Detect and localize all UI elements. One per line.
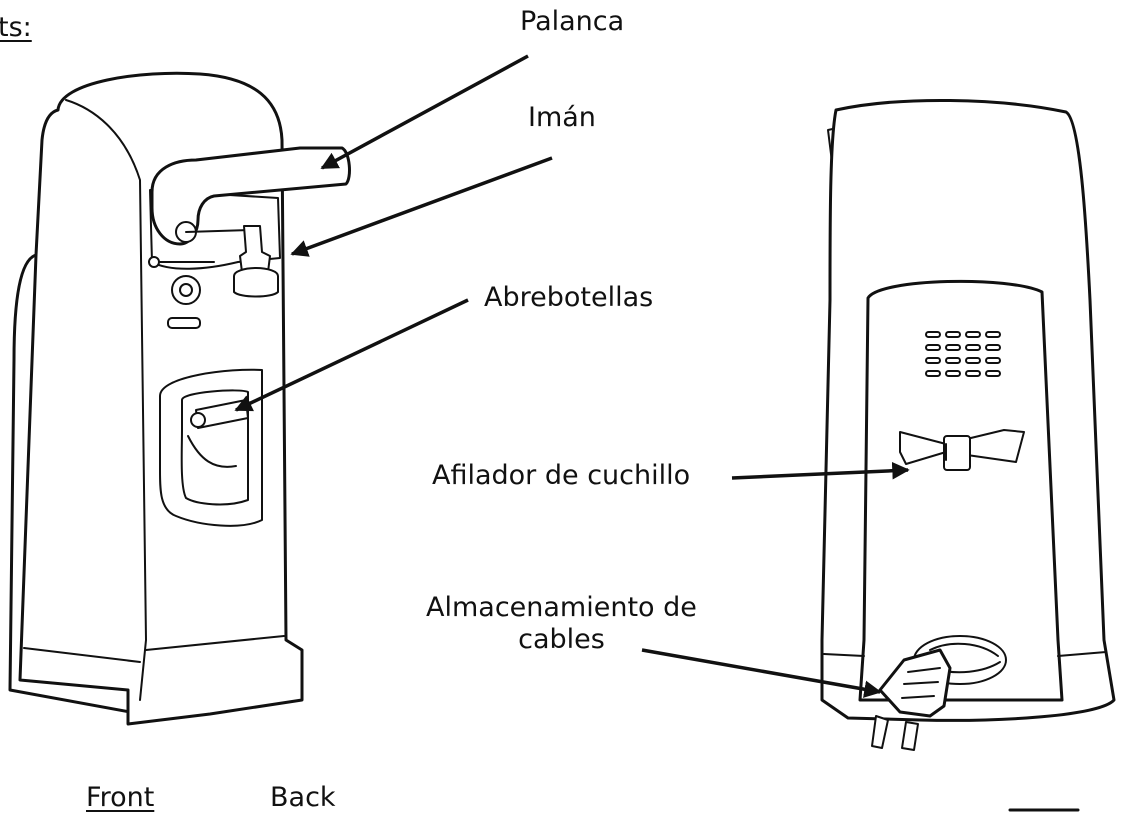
label-cord-storage: Almacenamiento de cables xyxy=(426,592,697,656)
partial-heading: ts: xyxy=(0,12,32,43)
plug-prong-left xyxy=(871,715,889,749)
arrow-cord-storage xyxy=(641,648,882,698)
caption-front: Front xyxy=(86,782,155,813)
front-can-opener xyxy=(8,71,351,726)
vent-slots xyxy=(925,331,1001,377)
bottle-opener-inner xyxy=(180,389,249,506)
bottle-opener-rivet xyxy=(190,412,206,428)
label-magnet: Imán xyxy=(528,102,596,133)
label-knife-sharpener: Afilador de cuchillo xyxy=(432,460,691,491)
feed-gear-hub xyxy=(179,283,193,297)
pierce-tab xyxy=(167,317,201,329)
bottle-opener-recess xyxy=(159,368,263,527)
power-plug-ribs xyxy=(901,667,941,699)
caption-back: Back xyxy=(270,782,336,813)
cutter-shaft xyxy=(185,229,251,233)
gear-screw-head xyxy=(148,256,160,268)
label-lever: Palanca xyxy=(520,6,625,37)
front-opener-face-edge xyxy=(65,99,147,701)
arrow-magnet xyxy=(290,156,553,257)
knife-sharpener-center xyxy=(943,435,971,471)
arrow-knife-sharpener xyxy=(731,461,910,480)
back-base-band xyxy=(823,651,1107,657)
bottle-opener-hook xyxy=(187,435,237,468)
lever-arm xyxy=(150,146,351,246)
magnet-disc xyxy=(233,276,279,298)
label-bottle-opener: Abrebotellas xyxy=(484,282,654,313)
knife-sharpener-slot xyxy=(945,443,971,461)
front-opener-base-band xyxy=(23,635,285,663)
plug-prong-right xyxy=(901,721,919,751)
feed-gear xyxy=(171,275,201,305)
arrow-bottle-opener xyxy=(234,298,469,412)
back-cover-panel xyxy=(858,279,1064,702)
arrow-lever xyxy=(320,54,529,170)
back-can-opener xyxy=(820,98,1116,751)
